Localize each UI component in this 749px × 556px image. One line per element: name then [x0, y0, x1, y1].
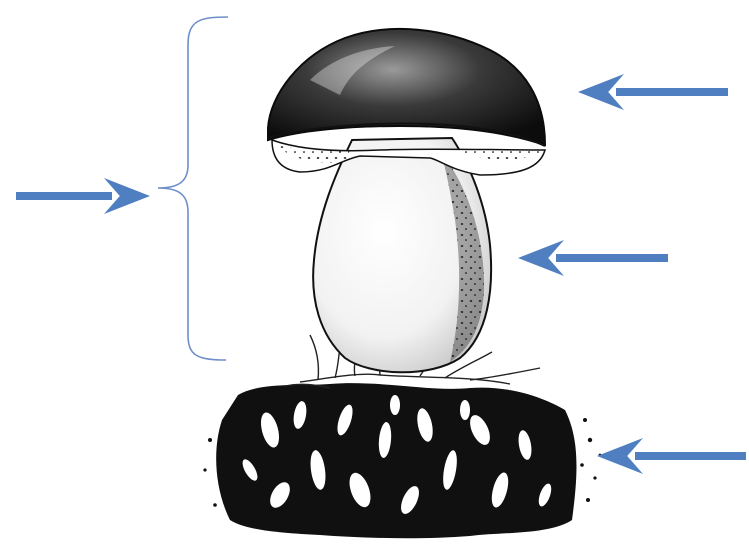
arrow-to-stem: [518, 240, 668, 276]
mushroom-stem: [313, 138, 491, 372]
mycelium: [203, 383, 601, 538]
arrow-to-mycelium: [597, 438, 746, 474]
brace-icon: [158, 17, 228, 360]
fruiting-body-brace: [158, 17, 228, 360]
mushroom-cap: [268, 29, 545, 175]
arrow-to-fruiting-body: [16, 178, 150, 214]
mushroom-cap-icon: [268, 29, 545, 145]
arrow-to-cap: [578, 74, 728, 110]
